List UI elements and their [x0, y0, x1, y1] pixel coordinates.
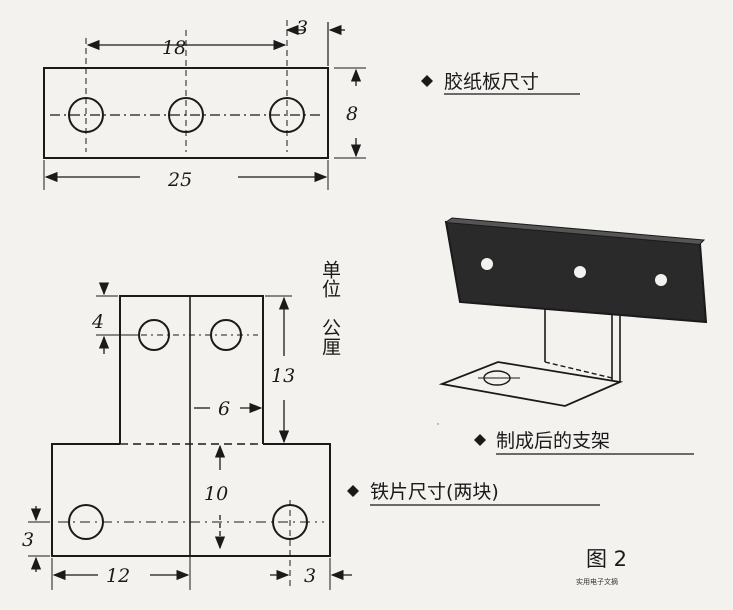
dim-10-label: 10 — [204, 483, 228, 505]
bullet-diamond-icon — [347, 485, 359, 497]
svg-text:': ' — [437, 422, 439, 430]
iron-sheet-label: 铁片尺寸(两块) — [370, 481, 499, 503]
unit-label-line1: 单位 — [319, 260, 341, 298]
unit-label-line2: 公厘 — [319, 318, 341, 356]
dim-8-label: 8 — [346, 103, 358, 125]
figure-caption-small: 实用电子文摘 — [576, 577, 618, 586]
figure-title: 图 2 — [586, 547, 627, 571]
paper-board-drawing — [43, 20, 366, 190]
iron-sheet-drawing — [28, 282, 352, 590]
dim-18-label: 18 — [162, 37, 186, 59]
paper-board-label: 胶纸板尺寸 — [444, 71, 539, 93]
dim-3-top-label: 3 — [296, 17, 308, 39]
dim-4-label: 4 — [91, 311, 104, 333]
bracket-board-hole-middle — [574, 266, 586, 278]
bracket-board-hole-left — [481, 258, 493, 270]
finished-bracket-drawing: ' — [437, 217, 708, 430]
finished-bracket-label: 制成后的支架 — [496, 430, 610, 452]
bullet-diamond-icon — [474, 434, 486, 446]
dim-13-label: 13 — [271, 365, 295, 387]
dim-6-label: 6 — [218, 398, 230, 420]
bracket-base-plate — [438, 361, 624, 407]
paper-board-outline — [43, 67, 329, 159]
dim-12-label: 12 — [106, 565, 130, 587]
bullet-diamond-icon — [421, 75, 433, 87]
dim-3-bottom-label: 3 — [304, 565, 316, 587]
bracket-board-hole-right — [655, 274, 667, 286]
dim-3-left-label: 3 — [22, 529, 34, 551]
dim-25-label: 25 — [167, 169, 192, 191]
